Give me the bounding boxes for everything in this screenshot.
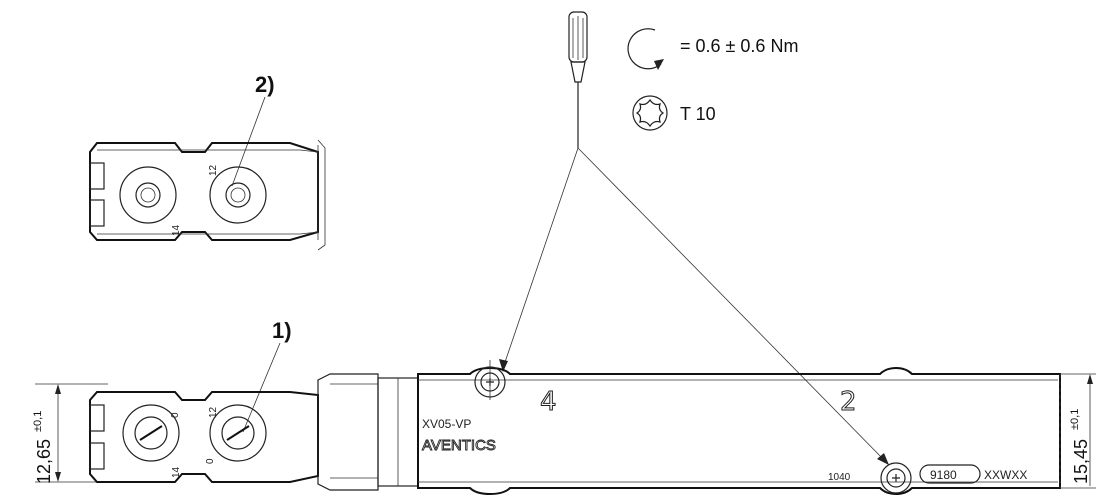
code-box	[919, 464, 981, 484]
dimension-right: 15,45 ±0,1	[1060, 373, 1096, 489]
callout-1: 1)	[272, 318, 292, 343]
dimension-right-value: 15,45	[1071, 439, 1091, 484]
torx-bit-label: T 10	[680, 104, 716, 124]
valve-side-view: 0 12 14 0 4 2 XV05-VP AVENTICS 104	[89, 360, 1061, 496]
code-right: XXWXX	[984, 468, 1027, 482]
brand-logo: AVENTICS	[422, 437, 496, 454]
screw-leader-lines	[499, 147, 889, 465]
callout-2-leader	[231, 96, 266, 187]
valve-model: XV05-VP	[422, 417, 471, 431]
screwdriver-icon	[568, 11, 588, 148]
port-label-14-detail2: 14	[171, 224, 182, 236]
dimension-left-value: 12,65	[34, 439, 54, 484]
code-box-value: 9180	[930, 468, 957, 482]
valve-end-view-detail-2: 12 14	[89, 139, 326, 251]
port-label-12-detail2: 12	[208, 164, 219, 176]
dimension-left: 12,65 ±0,1	[32, 383, 108, 484]
port-label-14-detail1: 14	[171, 466, 182, 478]
code-left: 1040	[828, 472, 851, 483]
port-label-0-b: 0	[205, 458, 216, 464]
port-label-0-a: 0	[170, 412, 181, 418]
screw-bottom	[880, 462, 912, 494]
callout-2: 2)	[255, 72, 275, 97]
torque-rotation-icon	[627, 28, 664, 70]
callout-1-leader	[242, 342, 281, 433]
torque-value: = 0.6 ± 0.6 Nm	[680, 36, 798, 56]
port-number-2: 2	[840, 387, 857, 417]
port-number-4: 4	[540, 387, 557, 417]
port-label-12-detail1: 12	[208, 406, 219, 418]
screw-top	[474, 360, 506, 400]
dimension-left-tolerance: ±0,1	[32, 411, 44, 432]
dimension-right-tolerance: ±0,1	[1069, 409, 1081, 430]
torx-bit-icon	[632, 95, 668, 131]
